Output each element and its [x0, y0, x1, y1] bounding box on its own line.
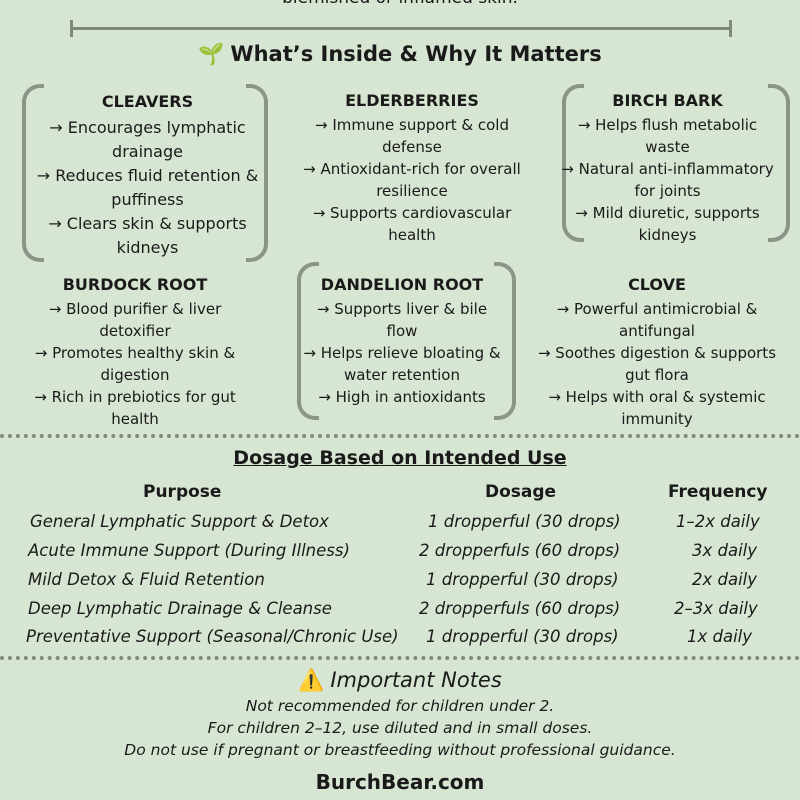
- purpose-cell: Deep Lymphatic Drainage & Cleanse: [28, 599, 332, 618]
- section-title: 🌱What’s Inside & Why It Matters: [0, 42, 800, 67]
- ingredient-benefit: → Promotes healthy skin & digestion: [34, 344, 236, 384]
- dosage-cell: 1 dropperful (30 drops): [428, 512, 621, 531]
- ingredient-benefit: → Mild diuretic, supports kidneys: [575, 204, 760, 244]
- table-row: Acute Immune Support (During Illness) 2 …: [0, 541, 800, 569]
- ingredient-benefit: → Supports cardiovascular health: [312, 204, 512, 244]
- ingredient-name: BURDOCK ROOT: [62, 275, 208, 294]
- table-row: Mild Detox & Fluid Retention 1 dropperfu…: [0, 570, 800, 598]
- ingredient-name: DANDELION ROOT: [320, 275, 484, 294]
- dosage-title: Dosage Based on Intended Use: [233, 447, 567, 469]
- ingredient-benefit: → Soothes digestion & supports gut flora: [537, 344, 777, 384]
- table-row: General Lymphatic Support & Detox 1 drop…: [0, 512, 800, 540]
- ingredient-benefit: → Blood purifier & liver detoxifier: [48, 300, 222, 340]
- note-line: Do not use if pregnant or breastfeeding …: [124, 741, 676, 759]
- dosage-cell: 2 dropperfuls (60 drops): [419, 541, 621, 560]
- ingredient-benefit: → Helps with oral & systemic immunity: [548, 388, 766, 428]
- ingredient-clove: CLOVE → Powerful antimicrobial & antifun…: [535, 274, 779, 430]
- ingredient-benefit: → Powerful antimicrobial & antifungal: [556, 300, 758, 340]
- frequency-cell: 2–3x daily: [674, 599, 758, 618]
- ingredient-name: CLEAVERS: [101, 92, 194, 111]
- ingredient-benefit: → High in antioxidants: [318, 388, 486, 406]
- dotted-divider: [0, 656, 800, 660]
- dotted-divider: [0, 434, 800, 438]
- ingredient-name: ELDERBERRIES: [345, 91, 479, 110]
- ingredient-benefit: → Reduces fluid retention & puffiness: [36, 166, 259, 209]
- ingredient-dandelion-root: DANDELION ROOT → Supports liver & bile f…: [300, 274, 504, 408]
- ingredient-cleavers: CLEAVERS → Encourages lymphatic drainage…: [30, 90, 265, 260]
- ingredient-elderberries: ELDERBERRIES → Immune support & cold def…: [296, 90, 528, 246]
- column-header-frequency: Frequency: [668, 482, 768, 502]
- dandelion-bracket-right: [494, 262, 516, 420]
- ingredient-benefit: → Encourages lymphatic drainage: [49, 118, 246, 161]
- dandelion-bracket-left: [297, 262, 319, 420]
- note-line: Not recommended for children under 2.: [245, 697, 555, 715]
- cleavers-bracket-left: [22, 84, 44, 262]
- ingredient-benefit: → Rich in prebiotics for gut health: [34, 388, 236, 428]
- cleavers-bracket-right: [246, 84, 268, 262]
- notes-title-text: Important Notes: [330, 668, 502, 692]
- ingredient-name: CLOVE: [628, 275, 686, 294]
- ingredient-benefit: → Natural anti-inflammatory for joints: [561, 160, 774, 200]
- ingredient-benefit: → Helps relieve bloating & water retenti…: [303, 344, 501, 384]
- top-text-fragment: blemished or inflamed skin.: [0, 0, 800, 8]
- notes-title: ⚠️Important Notes: [0, 668, 800, 693]
- dosage-cell: 1 dropperful (30 drops): [426, 570, 619, 589]
- dosage-cell: 1 dropperful (30 drops): [426, 627, 619, 646]
- column-header-purpose: Purpose: [143, 482, 222, 502]
- ingredient-benefit: → Immune support & cold defense: [315, 116, 509, 156]
- top-divider: [70, 20, 732, 37]
- dosage-cell: 2 dropperfuls (60 drops): [419, 599, 621, 618]
- ingredient-name: BIRCH BARK: [612, 91, 723, 110]
- ingredient-birch-bark: BIRCH BARK → Helps flush metabolic waste…: [560, 90, 775, 246]
- warning-icon: ⚠️: [298, 668, 325, 692]
- section-title-text: What’s Inside & Why It Matters: [230, 42, 602, 66]
- purpose-cell: Acute Immune Support (During Illness): [28, 541, 350, 560]
- table-row: Deep Lymphatic Drainage & Cleanse 2 drop…: [0, 599, 800, 627]
- ingredient-burdock-root: BURDOCK ROOT → Blood purifier & liver de…: [30, 274, 240, 430]
- table-row: Preventative Support (Seasonal/Chronic U…: [0, 627, 800, 655]
- purpose-cell: Mild Detox & Fluid Retention: [28, 570, 265, 589]
- ingredient-benefit: → Antioxidant-rich for overall resilienc…: [303, 160, 521, 200]
- sprout-icon: 🌱: [198, 42, 225, 66]
- frequency-cell: 2x daily: [692, 570, 758, 589]
- frequency-cell: 3x daily: [692, 541, 758, 560]
- ingredient-benefit: → Helps flush metabolic waste: [577, 116, 758, 156]
- frequency-cell: 1–2x daily: [676, 512, 760, 531]
- ingredient-benefit: → Supports liver & bile flow: [316, 300, 488, 340]
- purpose-cell: General Lymphatic Support & Detox: [30, 512, 329, 531]
- birch-bracket-right: [768, 84, 790, 242]
- birch-bracket-left: [562, 84, 584, 242]
- column-header-dosage: Dosage: [485, 482, 557, 502]
- ingredient-benefit: → Clears skin & supports kidneys: [48, 214, 247, 257]
- frequency-cell: 1x daily: [687, 627, 753, 646]
- footer-website: BurchBear.com: [315, 770, 485, 794]
- purpose-cell: Preventative Support (Seasonal/Chronic U…: [26, 627, 399, 646]
- note-line: For children 2–12, use diluted and in sm…: [207, 719, 593, 737]
